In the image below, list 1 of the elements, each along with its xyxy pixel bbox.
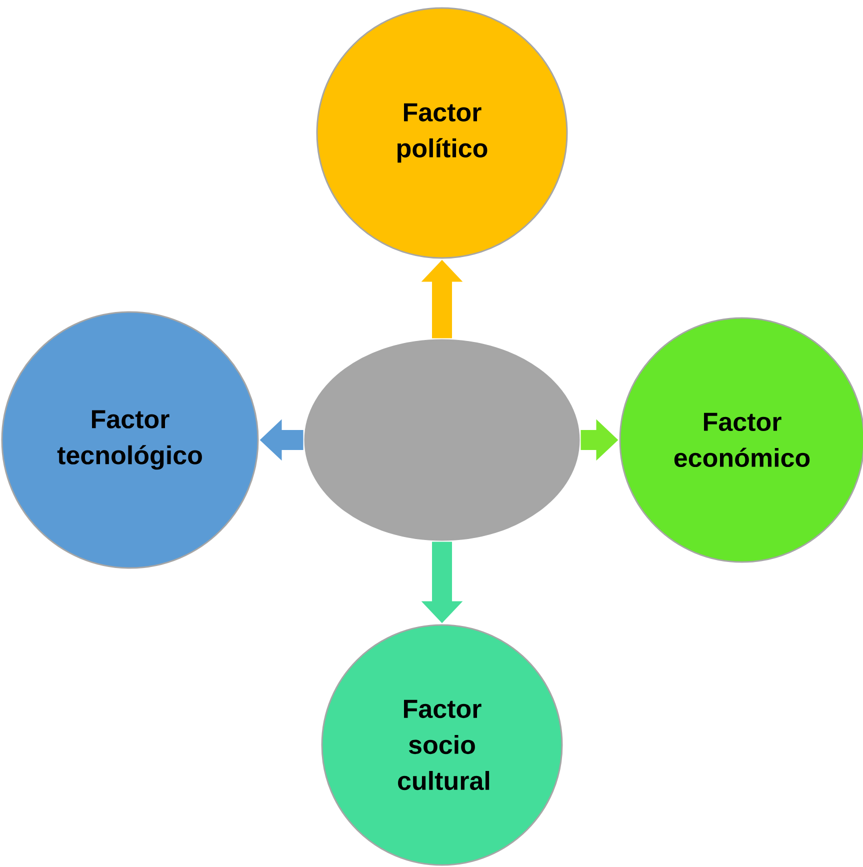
center-ellipse (304, 339, 580, 541)
